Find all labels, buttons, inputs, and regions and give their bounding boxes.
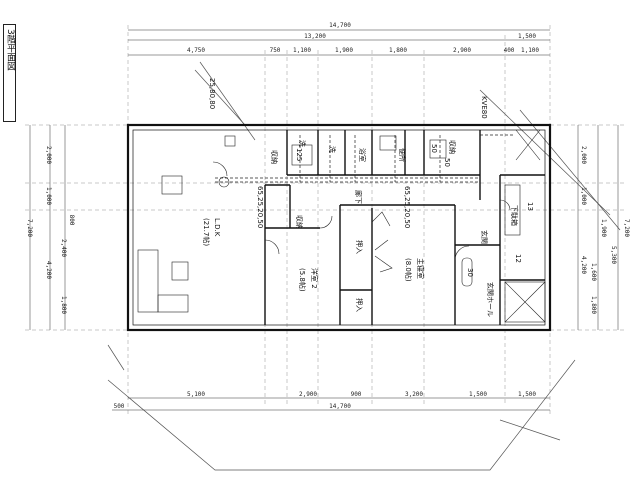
annot-30: 30	[466, 268, 474, 277]
dim-left-outer: 7,200	[26, 219, 33, 237]
closet-1-label: 押入	[355, 240, 364, 254]
storage-label: 収納	[295, 215, 304, 229]
dim-right-6: 1,600	[590, 263, 597, 281]
site-guide-lines	[107, 61, 621, 471]
toilet-label: 便所	[398, 148, 407, 162]
dimension-lines	[29, 29, 619, 411]
piping-lines	[215, 134, 515, 183]
annot-12: 12	[514, 254, 522, 263]
dim-bottom-2: 2,900	[299, 391, 317, 398]
room-western2-label: 洋室 2	[310, 268, 319, 289]
dim-bottom-left: 500	[114, 403, 125, 410]
dim-right-2: 1,000	[580, 187, 587, 205]
dim-right-4: 1,900	[600, 219, 607, 237]
door-swings	[212, 161, 511, 273]
storage-2-label: 収納	[270, 150, 279, 164]
dim-top-5: 1,800	[389, 47, 407, 54]
annot-pipe-2: 65,25,20,50	[403, 186, 411, 228]
annot-pipe-1: 65,25,20,50	[256, 186, 264, 228]
dim-top-overall: 14,700	[329, 22, 351, 29]
annot-125: 125	[295, 148, 303, 161]
annot-25-80-80: 25,80,80	[208, 78, 216, 109]
dim-left-2: 1,000	[45, 187, 52, 205]
dim-top-2: 750	[270, 47, 281, 54]
annot-50b: 50	[443, 158, 451, 167]
room-ldk-area: (21.7帖)	[202, 218, 211, 246]
wash-label: 洗	[328, 146, 337, 153]
dim-right-1: 2,000	[580, 146, 587, 164]
plan-title: 3階平面図	[5, 29, 15, 71]
fixtures	[137, 129, 546, 323]
dim-top-7: 400	[504, 47, 515, 54]
dim-bottom-4: 3,200	[405, 391, 423, 398]
room-entrance-label: 玄関	[480, 230, 489, 244]
dim-bottom-5: 1,500	[469, 391, 487, 398]
dim-bottom-1: 5,100	[187, 391, 205, 398]
dim-right-7: 1,800	[590, 296, 597, 314]
shoe-cabinet-label: 下駄箱	[510, 205, 519, 226]
dim-left-3: 4,200	[45, 261, 52, 279]
dim-right-3: 4,200	[580, 256, 587, 274]
room-hall-label: 玄関ホール	[486, 282, 495, 317]
dim-top-sub2: 1,500	[518, 33, 536, 40]
annot-kve80: KVE80	[480, 96, 488, 119]
room-corridor-label: 廊下	[354, 190, 363, 204]
room-master-area: (8.0帖)	[404, 258, 413, 282]
room-master-label: 主寝室	[416, 258, 425, 279]
dim-bottom-overall: 14,700	[329, 403, 351, 410]
interior-walls	[264, 130, 545, 325]
dim-bottom-6: 1,500	[518, 391, 536, 398]
inner-wall-line	[132, 129, 546, 326]
exterior-walls	[126, 123, 552, 332]
kitchen-storage-label: 収納	[448, 140, 457, 154]
annot-13: 13	[526, 202, 534, 211]
plan-title-box: 3階平面図	[3, 24, 16, 122]
dim-left-4: 800	[68, 215, 75, 226]
room-western2-area: (5.8帖)	[298, 268, 307, 292]
dim-top-sub1: 13,200	[304, 33, 326, 40]
dim-left-5: 2,400	[60, 239, 67, 257]
dim-top-3: 1,100	[293, 47, 311, 54]
dim-right-5: 5,300	[610, 246, 617, 264]
room-ldk-label: L.D.K	[213, 218, 221, 237]
dim-top-8: 1,100	[521, 47, 539, 54]
closet-2-label: 押入	[355, 298, 364, 312]
dim-left-1: 2,000	[45, 146, 52, 164]
dim-bottom-3: 900	[351, 391, 362, 398]
dim-top-6: 2,900	[453, 47, 471, 54]
dim-right-outer: 7,200	[623, 219, 630, 237]
bath-label: 浴室	[358, 148, 367, 162]
laundry-label: 洗	[298, 140, 307, 147]
annot-50: 50	[430, 144, 438, 153]
dim-top-1: 4,750	[187, 47, 205, 54]
dim-top-4: 1,900	[335, 47, 353, 54]
dim-left-6: 1,800	[60, 296, 67, 314]
